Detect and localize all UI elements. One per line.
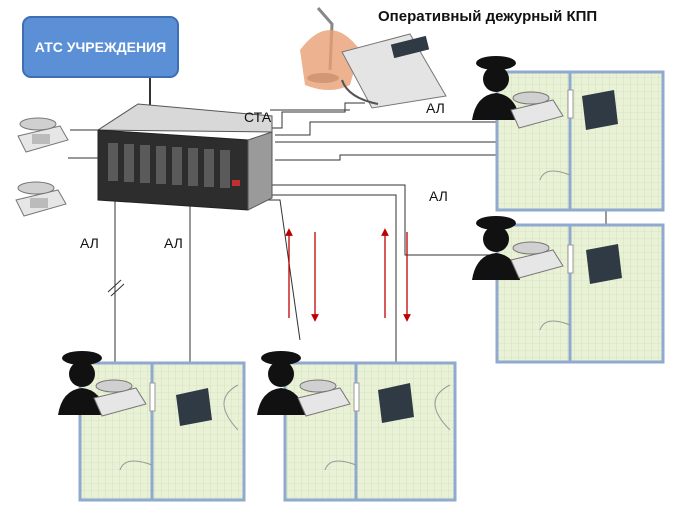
atc-box: АТС УЧРЕЖДЕНИЯ bbox=[22, 16, 179, 78]
al-label: АЛ bbox=[426, 100, 445, 116]
phone-icon bbox=[510, 241, 564, 279]
al-label: АЛ bbox=[80, 235, 99, 251]
phone-icon bbox=[17, 117, 69, 153]
signal-arrows bbox=[285, 228, 411, 322]
connection-lines bbox=[68, 78, 607, 395]
pbx-rack bbox=[96, 103, 273, 211]
phone-icon bbox=[93, 379, 147, 417]
guard-icon bbox=[58, 351, 106, 415]
phone-icon bbox=[297, 379, 351, 417]
guard-icon bbox=[257, 351, 305, 415]
guard-icon bbox=[472, 216, 520, 280]
sta-label: СТА bbox=[244, 109, 272, 125]
duty-title: Оперативный дежурный КПП bbox=[378, 8, 598, 25]
al-label: АЛ bbox=[164, 235, 183, 251]
phone-icon bbox=[15, 181, 67, 217]
al-label: АЛ bbox=[429, 188, 448, 204]
phone-icon bbox=[510, 91, 564, 129]
guard-icon bbox=[472, 56, 520, 120]
operator-console bbox=[300, 7, 447, 109]
atc-label: АТС УЧРЕЖДЕНИЯ bbox=[34, 39, 167, 55]
